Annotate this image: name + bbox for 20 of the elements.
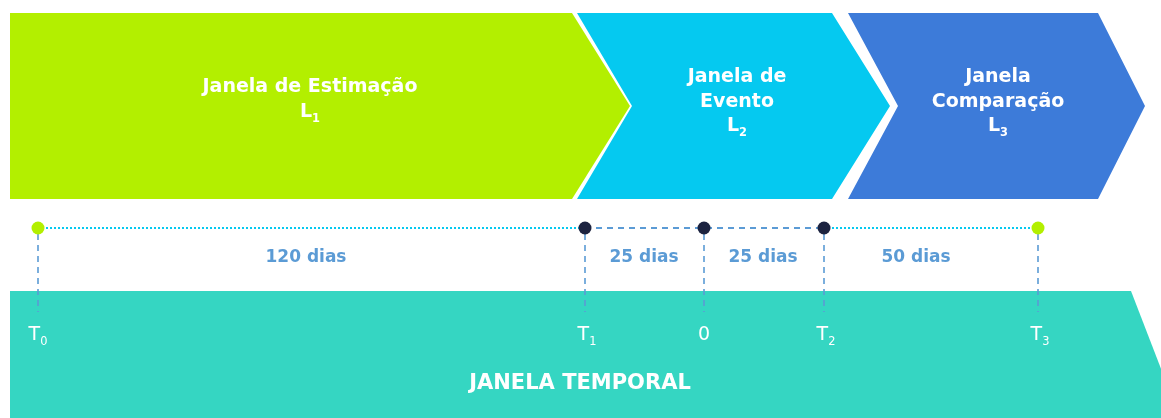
timeline-band [10,291,1161,418]
window-title: Janela Comparação [930,63,1066,113]
time-marker: 0 [697,322,711,344]
window-symbol: L$_{1}$ [299,97,320,126]
window-symbol: L$_{2}$ [726,112,747,140]
duration-label: 25 dias [609,246,679,266]
window-title: Janela de Evento [685,63,788,113]
phase-block [577,13,890,199]
band-title: JANELA TEMPORAL [469,369,691,396]
time-marker: T$_{0}$ [28,322,48,348]
window-title: Janela de Estimação [202,73,418,98]
time-marker: T$_{3}$ [1030,322,1050,348]
duration-label: 50 dias [881,246,951,266]
duration-label: 25 dias [728,246,798,266]
window-symbol: L$_{3}$ [987,112,1008,140]
phase-block [848,13,1145,199]
phase-block [10,13,630,199]
time-marker: T$_{1}$ [577,322,597,348]
duration-label: 120 dias [265,246,347,266]
time-marker: T$_{2}$ [816,322,836,348]
